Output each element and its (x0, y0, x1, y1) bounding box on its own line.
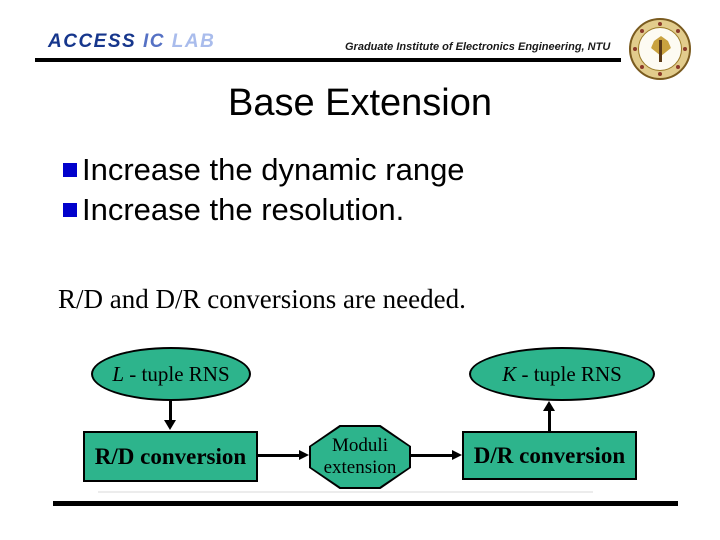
octagon-inner: Moduli extension (311, 427, 409, 487)
ellipse-prefix: K (502, 361, 517, 386)
header-divider-line (35, 58, 621, 62)
footer-faint-line (98, 491, 593, 493)
arrow-up-head-icon (543, 401, 555, 411)
ellipse-rest: - tuple RNS (516, 361, 622, 386)
arrow-down-head-icon (164, 420, 176, 430)
bullet-square-icon (63, 163, 77, 177)
bullet-text: Increase the resolution. (82, 192, 405, 227)
arrow-right-head-1-icon (299, 450, 309, 460)
page-title: Base Extension (227, 82, 493, 124)
octagon-label-line1: Moduli (332, 435, 388, 457)
ellipse-k-tuple-rns: K - tuple RNS (469, 347, 655, 401)
octagon-moduli-extension: Moduli extension (309, 425, 411, 489)
lab-name-word-lab: LAB (171, 31, 216, 52)
arrow-down-line (169, 401, 172, 421)
bullet-item-1: Increase the dynamic range (63, 152, 465, 188)
ellipse-l-tuple-rns: L - tuple RNS (91, 347, 251, 401)
seal-dot (640, 29, 644, 33)
ellipse-prefix: L (112, 361, 125, 386)
ntu-seal-torch (659, 40, 662, 62)
box-rd-conversion: R/D conversion (83, 431, 258, 482)
seal-dot (640, 65, 644, 69)
seal-dot (683, 47, 687, 51)
note-text: R/D and D/R conversions are needed. (58, 284, 466, 314)
lab-name: ACCESS IC LAB (48, 31, 215, 53)
octagon-label-line2: extension (323, 457, 397, 478)
institute-name: Graduate Institute of Electronics Engine… (345, 41, 611, 53)
ellipse-rest: - tuple RNS (124, 361, 230, 386)
ntu-seal-inner-ring (638, 27, 682, 71)
bullet-square-icon (63, 203, 77, 217)
arrow-up-line (548, 410, 551, 431)
seal-dot (676, 65, 680, 69)
ntu-seal-logo (629, 18, 691, 80)
bullet-text: Increase the dynamic range (82, 152, 465, 187)
arrow-right-line-1 (258, 454, 300, 457)
arrow-right-line-2 (411, 454, 453, 457)
seal-dot (676, 29, 680, 33)
box-dr-conversion: D/R conversion (462, 431, 637, 480)
bullet-item-2: Increase the resolution. (63, 192, 404, 228)
seal-dot (633, 47, 637, 51)
seal-dot (658, 72, 662, 76)
lab-name-word-access: ACCESS (48, 31, 137, 52)
footer-divider-line (53, 501, 678, 506)
arrow-right-head-2-icon (452, 450, 462, 460)
lab-name-word-ic: IC (142, 31, 165, 52)
seal-dot (658, 22, 662, 26)
